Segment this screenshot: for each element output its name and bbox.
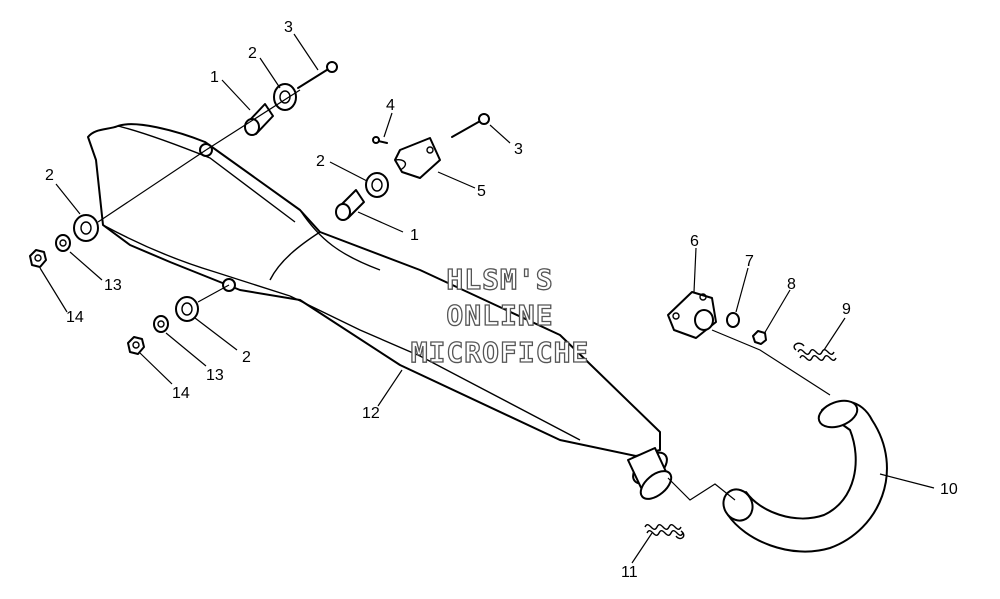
callout-4: 4 [386, 97, 395, 114]
watermark-line-1: HLSM'S [446, 263, 553, 296]
callout-2: 2 [316, 153, 325, 170]
callout-12: 12 [362, 405, 380, 422]
watermark-line-2: ONLINE [446, 299, 553, 332]
nut-part-14-lower [127, 336, 145, 355]
callout-1: 1 [410, 227, 419, 244]
callout-9: 9 [842, 301, 851, 318]
nut-part-8 [752, 330, 767, 345]
watermark: HLSM'S ONLINE MICROFICHE [410, 262, 590, 369]
callout-13: 13 [206, 367, 224, 384]
callout-10: 10 [940, 481, 958, 498]
grommet-part-2-bracket [365, 172, 389, 198]
watermark-line-3: MICROFICHE [411, 336, 590, 369]
callout-7: 7 [745, 253, 754, 270]
grommet-part-2-left [73, 214, 99, 242]
callout-6: 6 [690, 233, 699, 250]
gasket-part-7 [726, 312, 740, 328]
callout-13: 13 [104, 277, 122, 294]
leader-lines [39, 33, 935, 564]
callout-2: 2 [45, 167, 54, 184]
callout-14: 14 [66, 309, 84, 326]
washer-part-13-left [55, 234, 71, 252]
grommet-part-2-lower [175, 296, 199, 322]
assembly-line [667, 477, 736, 501]
spring-part-9 [793, 342, 837, 361]
washer-part-13-lower [153, 315, 169, 333]
callout-2: 2 [248, 45, 257, 62]
assembly-line [197, 284, 230, 303]
callout-3: 3 [284, 19, 293, 36]
assembly-line [205, 89, 301, 151]
callout-8: 8 [787, 276, 796, 293]
flange-part-6 [667, 291, 717, 339]
callout-1: 1 [210, 69, 219, 86]
callout-2: 2 [242, 349, 251, 366]
callout-3: 3 [514, 141, 523, 158]
callout-labels: 1 2 3 4 3 2 5 1 2 13 14 2 13 14 12 6 7 8… [45, 19, 958, 581]
callout-14: 14 [172, 385, 190, 402]
bracket-part-5 [394, 137, 441, 179]
assembly-line [97, 149, 207, 223]
bolt-part-3-bracket [451, 113, 490, 138]
exhaust-pipe-part-10 [722, 399, 888, 553]
callout-5: 5 [477, 183, 486, 200]
nut-part-14-left [29, 249, 47, 268]
screw-part-4 [372, 136, 388, 144]
spring-part-11 [644, 524, 685, 540]
grommet-part-2-upper [273, 83, 297, 111]
callout-11: 11 [621, 564, 638, 581]
bushing-part-1-bracket [335, 189, 365, 221]
bolt-part-3-upper [297, 61, 338, 89]
muffler-part-12 [87, 123, 673, 500]
assembly-line [711, 329, 831, 396]
